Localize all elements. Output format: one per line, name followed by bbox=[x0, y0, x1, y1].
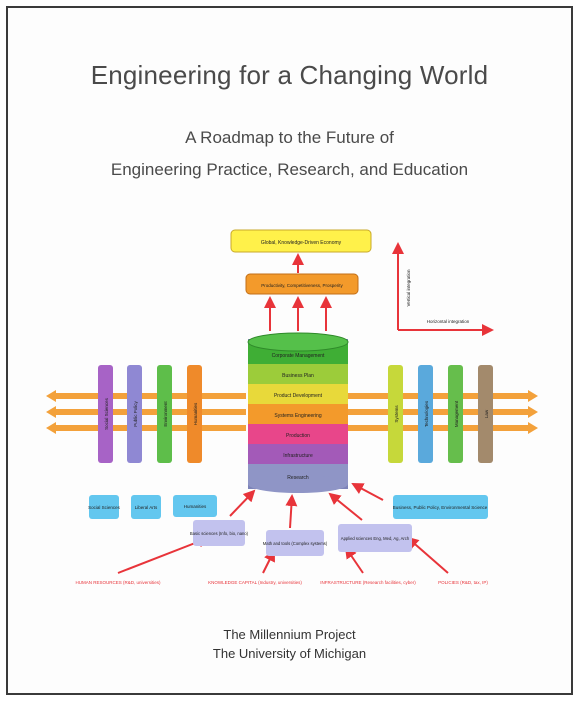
input-arrows bbox=[117, 483, 449, 574]
right-bar-label: Systems bbox=[394, 405, 399, 423]
cylinder-layer-label: Product Development bbox=[274, 393, 323, 399]
resource-label: INFRASTRUCTURE (Research facilities, cyb… bbox=[320, 580, 416, 585]
bottom-right-box: Business, Public Policy, Environmental S… bbox=[393, 495, 488, 519]
cylinder-layer-label: Systems Engineering bbox=[274, 413, 321, 419]
roadmap-diagram: Social Sciences Public Policy Environmen… bbox=[46, 229, 538, 585]
document-subtitle-line1: A Roadmap to the Future of bbox=[185, 128, 394, 147]
left-bar-label: Social Sciences bbox=[104, 397, 109, 430]
vertical-axis-label: Vertical integration bbox=[406, 269, 411, 307]
document-title: Engineering for a Changing World bbox=[90, 60, 489, 90]
resource-label: POLICIES (R&D, tax, IP) bbox=[438, 580, 488, 585]
left-bar-label: Environment bbox=[163, 401, 168, 427]
right-discipline-bars: Systems Technologies Management Law bbox=[388, 365, 493, 463]
right-bar-label: Technologies bbox=[424, 400, 429, 427]
input-box-label: Math and tools (Complex systems) bbox=[263, 541, 328, 546]
cylinder-layer-label: Infrastructure bbox=[283, 453, 313, 459]
footer-project: The Millennium Project bbox=[223, 627, 356, 642]
horizontal-axis-label: Horizontal integration bbox=[427, 319, 470, 324]
bottom-left-boxes: Social Sciences Liberal Arts Humanities bbox=[88, 495, 217, 519]
input-box-label: Applied sciences Eng, Med, Ag, Arch bbox=[341, 536, 410, 541]
resource-label: KNOWLEDGE CAPITAL (Industry, universitie… bbox=[208, 580, 302, 585]
science-input-boxes: Basic sciences (Info, bio, nano) Math an… bbox=[190, 520, 412, 556]
cylinder-layer-label: Research bbox=[287, 475, 309, 481]
cylinder-layer-label: Business Plan bbox=[282, 373, 314, 379]
second-goal-box: Productivity, Competitiveness, Prosperit… bbox=[245, 273, 359, 295]
resource-label: HUMAN RESOURCES (R&D, universities) bbox=[75, 580, 161, 585]
cylinder-layer-label: Production bbox=[286, 433, 310, 439]
horizontal-flow-arrows bbox=[46, 390, 538, 434]
bottom-left-box-label: Humanities bbox=[184, 504, 207, 509]
bottom-left-box-label: Social Sciences bbox=[88, 505, 121, 510]
second-goal-label: Productivity, Competitiveness, Prosperit… bbox=[261, 283, 343, 288]
left-discipline-bars: Social Sciences Public Policy Environmen… bbox=[98, 365, 202, 463]
left-bar-label: Humanities bbox=[193, 402, 198, 425]
central-cylinder: Corporate Management Business Plan Produ… bbox=[247, 332, 349, 493]
integration-axes: Vertical integration Horizontal integrat… bbox=[392, 242, 494, 336]
left-bar-label: Public Policy bbox=[133, 400, 138, 426]
resource-input-labels: HUMAN RESOURCES (R&D, universities) KNOW… bbox=[75, 580, 488, 585]
top-goal-box: Global, Knowledge-Driven Economy bbox=[230, 229, 372, 253]
input-box-label: Basic sciences (Info, bio, nano) bbox=[190, 531, 249, 536]
right-bar-label: Management bbox=[454, 400, 459, 427]
bottom-right-box-label: Business, Public Policy, Environmental S… bbox=[393, 505, 488, 510]
cylinder-layer-label: Corporate Management bbox=[272, 353, 325, 359]
right-bar-label: Law bbox=[484, 409, 489, 418]
top-goal-label: Global, Knowledge-Driven Economy bbox=[261, 240, 342, 246]
document-subtitle-line2: Engineering Practice, Research, and Educ… bbox=[110, 160, 469, 179]
footer-university: The University of Michigan bbox=[212, 646, 367, 661]
upward-arrows bbox=[264, 253, 332, 331]
bottom-left-box-label: Liberal Arts bbox=[135, 505, 158, 510]
report-cover: Engineering for a Changing World A Roadm… bbox=[6, 6, 573, 695]
